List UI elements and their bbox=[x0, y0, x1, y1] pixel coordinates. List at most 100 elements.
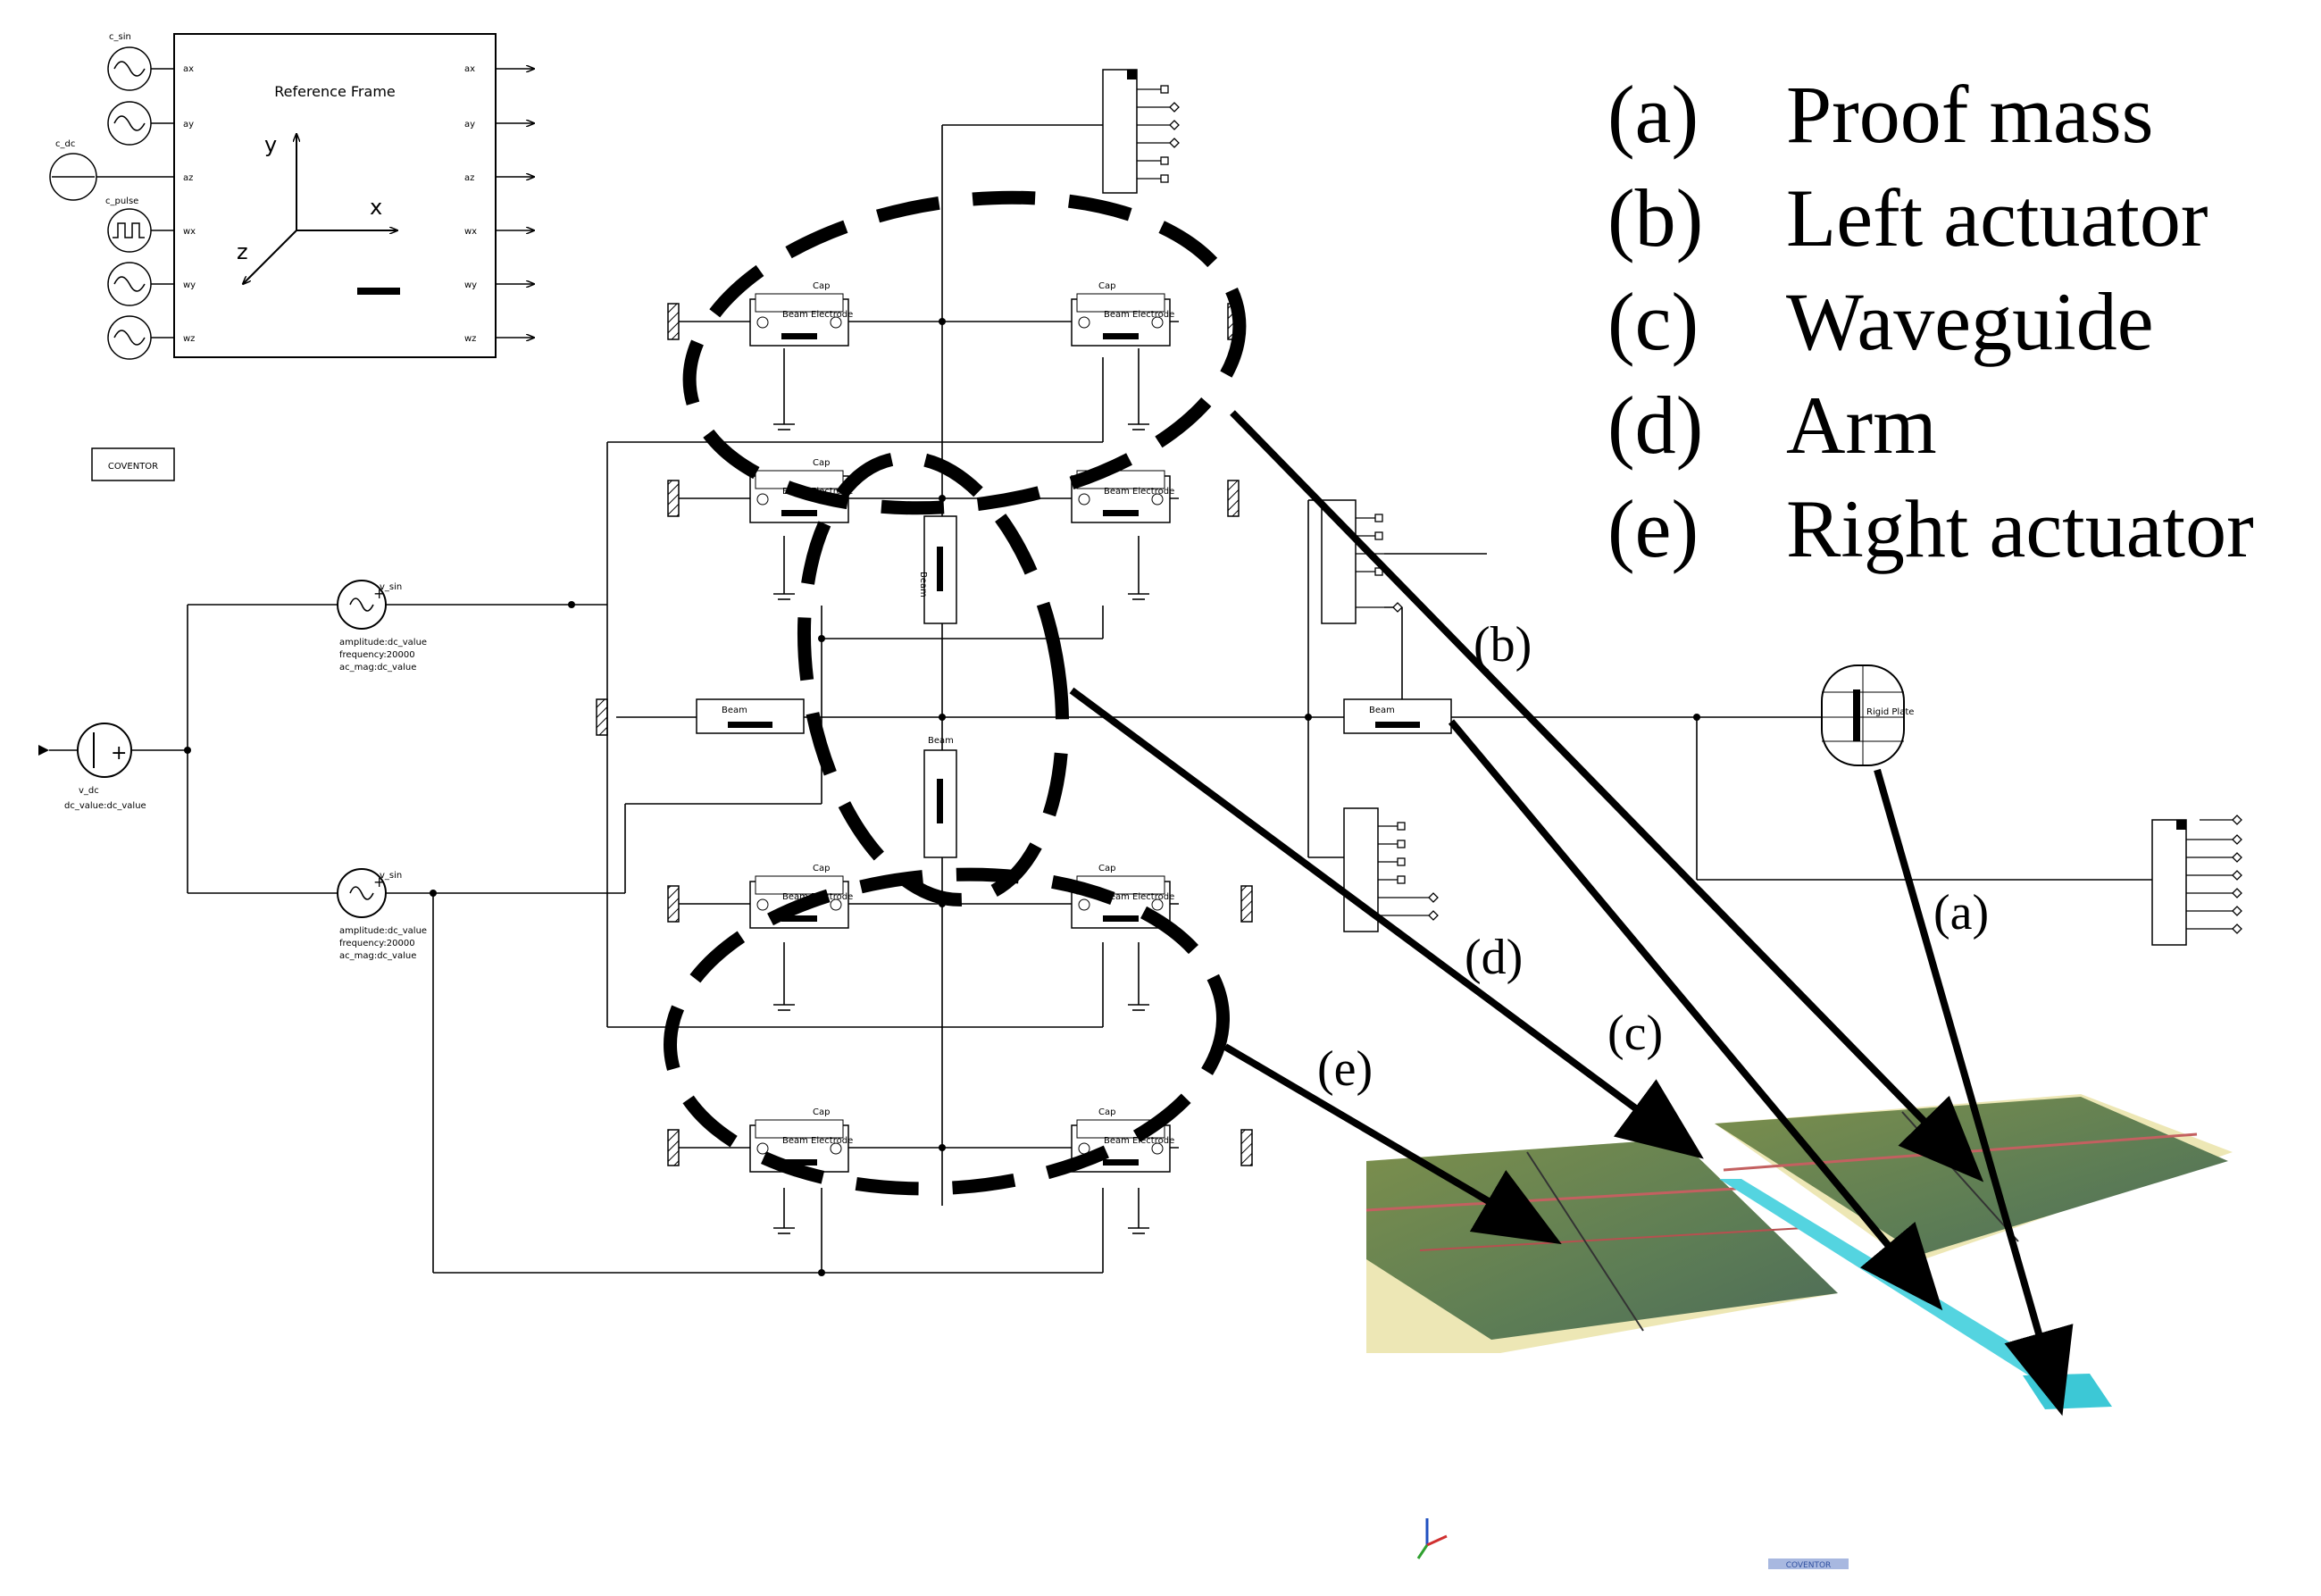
dc-voltage-source: + v_dc dc_value:dc_value bbox=[38, 723, 146, 811]
in-port-5: wy bbox=[183, 280, 196, 290]
svg-text:dc_value:dc_value: dc_value:dc_value bbox=[64, 801, 146, 811]
out-port-2: ay bbox=[464, 120, 475, 130]
ground-symbols bbox=[773, 423, 1149, 1234]
svg-text:Beam: Beam bbox=[1369, 706, 1395, 715]
svg-text:ac_mag:dc_value: ac_mag:dc_value bbox=[339, 951, 416, 961]
left-actuator-ellipse bbox=[682, 190, 1247, 515]
out-port-4: wx bbox=[464, 227, 477, 237]
sin-source-icon bbox=[107, 101, 174, 146]
out-port-1: ax bbox=[464, 64, 475, 74]
probe-block-right bbox=[2151, 815, 2242, 946]
ac-voltage-source-top: + v_sin amplitude:dc_value frequency:200… bbox=[337, 580, 427, 673]
in-port-6: wz bbox=[183, 334, 195, 344]
reference-frame-block: Reference Frame y x z ax ay az wx wy wz … bbox=[49, 32, 534, 360]
svg-text:+: + bbox=[373, 585, 385, 602]
block-cap-label: Cap bbox=[813, 864, 830, 873]
block-cap-label: Cap bbox=[1098, 1107, 1115, 1117]
axis-z-label: z bbox=[237, 239, 248, 264]
horizontal-beam-right: Beam bbox=[1343, 698, 1452, 734]
svg-text:COVENTOR: COVENTOR bbox=[108, 462, 158, 472]
pointer-label-b: (b) bbox=[1474, 617, 1532, 673]
legend-item: (b) Left actuator bbox=[1607, 166, 2313, 270]
legend-label: Arm bbox=[1786, 380, 1937, 471]
in-port-2: ay bbox=[183, 120, 194, 130]
legend-key: (b) bbox=[1607, 172, 1704, 263]
in-port-1: ax bbox=[183, 64, 194, 74]
block-label: Beam Electrode bbox=[1104, 1136, 1174, 1146]
pointer-label-a: (a) bbox=[1933, 885, 1989, 940]
device-3d-render: COVENTOR bbox=[1365, 1094, 2233, 1570]
source-label: c_pulse bbox=[105, 196, 138, 206]
arrow-d bbox=[1069, 687, 1704, 1159]
legend-item: (d) Arm bbox=[1607, 373, 2313, 477]
source-label: c_sin bbox=[109, 32, 131, 42]
block-cap-label: Cap bbox=[813, 458, 830, 468]
out-port-5: wy bbox=[464, 280, 477, 290]
arrow-a bbox=[1874, 768, 2074, 1416]
svg-text:Beam: Beam bbox=[928, 736, 954, 746]
svg-text:v_dc: v_dc bbox=[79, 786, 99, 796]
in-port-3: az bbox=[183, 173, 193, 183]
svg-text:+: + bbox=[373, 873, 385, 890]
pulse-source-icon bbox=[107, 208, 174, 253]
svg-text:Beam: Beam bbox=[722, 706, 747, 715]
sin-source-icon bbox=[107, 315, 174, 360]
legend: (a) Proof mass (b) Left actuator (c) Wav… bbox=[1607, 63, 2313, 581]
rigid-plate-block: Rigid Plate bbox=[1821, 664, 1914, 766]
svg-text:Beam: Beam bbox=[918, 572, 928, 597]
pointer-arrows bbox=[1069, 410, 2074, 1416]
reference-frame-title: Reference Frame bbox=[274, 83, 396, 100]
pointer-label-d: (d) bbox=[1465, 930, 1523, 985]
out-port-3: az bbox=[464, 173, 474, 183]
svg-text:amplitude:dc_value: amplitude:dc_value bbox=[339, 638, 427, 648]
sin-source-icon bbox=[107, 46, 174, 91]
legend-item: (e) Right actuator bbox=[1607, 477, 2313, 581]
legend-key: (e) bbox=[1607, 483, 1699, 574]
sin-source-icon bbox=[107, 262, 174, 306]
legend-label: Right actuator bbox=[1786, 483, 2254, 574]
out-port-6: wz bbox=[464, 334, 476, 344]
dc-source-icon bbox=[49, 153, 174, 201]
legend-key: (c) bbox=[1607, 276, 1699, 367]
block-label: Beam Electrode bbox=[1104, 487, 1174, 497]
horizontal-beam-left: Beam bbox=[696, 698, 805, 734]
right-actuator-ellipse bbox=[664, 867, 1230, 1196]
legend-key: (a) bbox=[1607, 69, 1699, 160]
arrow-e bbox=[1223, 1043, 1562, 1245]
legend-label: Left actuator bbox=[1786, 172, 2208, 263]
block-label: Beam Electrode bbox=[1104, 892, 1174, 902]
svg-text:amplitude:dc_value: amplitude:dc_value bbox=[339, 926, 427, 936]
svg-text:+: + bbox=[111, 742, 127, 765]
legend-label: Proof mass bbox=[1786, 69, 2154, 160]
block-label: Beam Electrode bbox=[782, 310, 853, 320]
block-cap-label: Cap bbox=[813, 1107, 830, 1117]
axis-y-label: y bbox=[264, 132, 277, 157]
svg-text:Rigid Plate: Rigid Plate bbox=[1866, 707, 1914, 717]
junction-dots bbox=[184, 318, 1700, 1276]
svg-text:ac_mag:dc_value: ac_mag:dc_value bbox=[339, 663, 416, 673]
output-arrows bbox=[496, 69, 534, 338]
svg-text:frequency:20000: frequency:20000 bbox=[339, 939, 415, 948]
in-port-4: wx bbox=[183, 227, 196, 237]
render-watermark: COVENTOR bbox=[1786, 1561, 1832, 1570]
block-cap-label: Cap bbox=[1098, 864, 1115, 873]
ac-voltage-source-bottom: + v_sin amplitude:dc_value frequency:200… bbox=[337, 868, 427, 961]
render-axes-icon bbox=[1416, 1518, 1448, 1559]
block-cap-label: Cap bbox=[813, 281, 830, 291]
svg-text:frequency:20000: frequency:20000 bbox=[339, 650, 415, 660]
coventor-box: COVENTOR bbox=[91, 447, 175, 481]
vertical-beam-bottom: Beam bbox=[923, 736, 957, 858]
axes-icon bbox=[243, 134, 397, 284]
block-label: Beam Electrode bbox=[1104, 310, 1174, 320]
anchor-symbols bbox=[596, 303, 1253, 1166]
legend-item: (a) Proof mass bbox=[1607, 63, 2313, 166]
arm-ellipse bbox=[797, 451, 1070, 907]
legend-item: (c) Waveguide bbox=[1607, 270, 2313, 373]
svg-text:v_sin: v_sin bbox=[380, 582, 402, 592]
block-label: Beam Electrode bbox=[782, 1136, 853, 1146]
probe-block-top bbox=[1102, 69, 1180, 194]
probe-block-lower bbox=[1343, 807, 1439, 932]
pointer-label-c: (c) bbox=[1607, 1006, 1663, 1061]
arrow-c bbox=[1448, 719, 1943, 1311]
vertical-beam-top: Beam bbox=[918, 515, 957, 624]
